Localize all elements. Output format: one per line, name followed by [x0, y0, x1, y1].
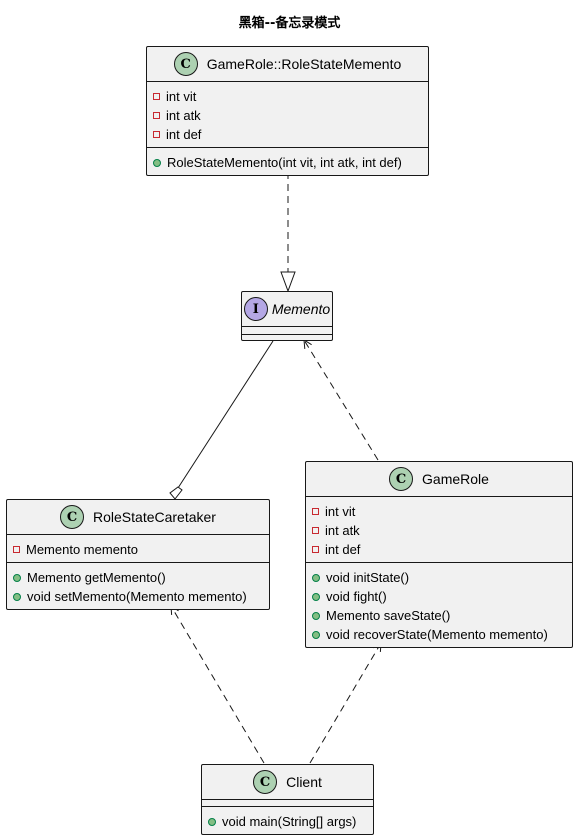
interface-header: I Memento	[242, 292, 332, 327]
realization-arrowhead	[280, 271, 296, 293]
public-marker-icon	[312, 573, 320, 582]
diagram-title: 黑箱--备忘录模式	[238, 16, 341, 31]
dependency-client-caretaker	[171, 606, 265, 764]
public-marker-icon	[208, 817, 216, 826]
empty-fields-section	[242, 327, 332, 335]
method-row: void main(String[] args)	[208, 812, 373, 831]
methods-section: void initState() void fight() Memento sa…	[306, 563, 572, 647]
aggregation-diamond	[169, 486, 183, 500]
method-row: void initState()	[312, 568, 572, 587]
public-marker-icon	[13, 573, 21, 582]
method-row: Memento saveState()	[312, 606, 572, 625]
private-marker-icon	[312, 527, 319, 534]
empty-fields-section	[202, 800, 373, 807]
class-stereotype-icon: C	[253, 770, 278, 794]
interface-memento[interactable]: I Memento	[241, 291, 333, 341]
class-name: GameRole	[422, 471, 489, 487]
class-name: GameRole::RoleStateMemento	[206, 56, 402, 72]
private-marker-icon	[312, 508, 319, 515]
class-stereotype-icon: C	[173, 52, 198, 76]
field-row: int atk	[153, 106, 428, 125]
field-row: int vit	[153, 87, 428, 106]
methods-section: void main(String[] args)	[202, 807, 373, 834]
method-row: void setMemento(Memento memento)	[13, 587, 269, 606]
field-row: int def	[312, 540, 572, 559]
class-name: RoleStateCaretaker	[93, 509, 216, 525]
fields-section: int vit int atk int def	[147, 82, 428, 148]
method-row: RoleStateMemento(int vit, int atk, int d…	[153, 153, 428, 172]
class-client[interactable]: C Client void main(String[] args)	[201, 764, 374, 835]
method-row: void fight()	[312, 587, 572, 606]
dependency-gamerole-memento	[304, 340, 379, 461]
field-row: Memento memento	[13, 540, 269, 559]
methods-section: RoleStateMemento(int vit, int atk, int d…	[147, 148, 428, 175]
class-name: Client	[286, 774, 322, 790]
public-marker-icon	[312, 630, 320, 639]
field-row: int atk	[312, 521, 572, 540]
private-marker-icon	[153, 131, 160, 138]
public-marker-icon	[13, 592, 21, 601]
class-header: C Client	[202, 765, 373, 800]
interface-stereotype-icon: I	[243, 297, 268, 321]
dependency-client-gamerole	[309, 643, 381, 764]
private-marker-icon	[13, 546, 20, 553]
field-row: int vit	[312, 502, 572, 521]
class-header: C GameRole::RoleStateMemento	[147, 47, 428, 82]
method-row: Memento getMemento()	[13, 568, 269, 587]
class-game-role[interactable]: C GameRole int vit int atk int def void …	[305, 461, 573, 648]
class-role-state-caretaker[interactable]: C RoleStateCaretaker Memento memento Mem…	[6, 499, 270, 610]
method-row: void recoverState(Memento memento)	[312, 625, 572, 644]
public-marker-icon	[153, 158, 161, 167]
methods-section: Memento getMemento() void setMemento(Mem…	[7, 563, 269, 609]
public-marker-icon	[312, 611, 320, 620]
fields-section: int vit int atk int def	[306, 497, 572, 563]
private-marker-icon	[153, 93, 160, 100]
class-header: C RoleStateCaretaker	[7, 500, 269, 535]
field-row: int def	[153, 125, 428, 144]
private-marker-icon	[312, 546, 319, 553]
public-marker-icon	[312, 592, 320, 601]
interface-name: Memento	[271, 301, 331, 317]
class-header: C GameRole	[306, 462, 572, 497]
class-stereotype-icon: C	[60, 505, 85, 529]
private-marker-icon	[153, 112, 160, 119]
fields-section: Memento memento	[7, 535, 269, 563]
class-stereotype-icon: C	[389, 467, 414, 491]
aggregation-line	[177, 340, 274, 489]
class-role-state-memento[interactable]: C GameRole::RoleStateMemento int vit int…	[146, 46, 429, 176]
